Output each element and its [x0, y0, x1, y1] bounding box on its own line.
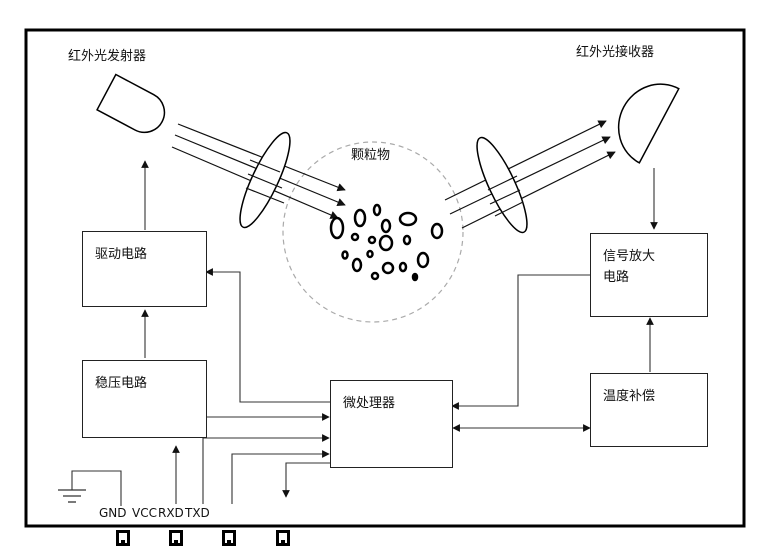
drive-circuit-block: 驱动电路	[82, 231, 207, 307]
amplifier-circuit-block: 信号放大 电路	[590, 233, 708, 317]
drive-circuit-label: 驱动电路	[95, 247, 148, 262]
emitter-label: 红外光发射器	[68, 49, 147, 64]
pin-label-gnd: GND	[99, 506, 127, 520]
ir-receiver-icon	[617, 83, 680, 164]
pin-label-rxd: RXD	[158, 506, 184, 520]
connector-pin-icon	[169, 530, 183, 546]
connector-pin-icon	[276, 530, 290, 546]
amplifier-circuit-label: 信号放大 电路	[603, 249, 656, 285]
temperature-compensation-label: 温度补偿	[603, 389, 656, 404]
particle-zone	[282, 141, 464, 323]
particles-label: 颗粒物	[351, 148, 391, 163]
particles	[329, 203, 444, 282]
temperature-compensation-block: 温度补偿	[590, 373, 708, 447]
signal-flow-lines	[71, 160, 658, 506]
pin-label-txd: TXD	[185, 506, 210, 520]
emitter-lens-icon	[239, 131, 291, 229]
regulator-circuit-label: 稳压电路	[95, 376, 148, 391]
regulator-circuit-block: 稳压电路	[82, 360, 207, 438]
receiver-label: 红外光接收器	[576, 45, 655, 60]
ir-emitter-icon	[96, 73, 166, 134]
receiver-beams	[444, 120, 616, 229]
connector-pin-icon	[116, 530, 130, 546]
connector-pin-icon	[222, 530, 236, 546]
microprocessor-block: 微处理器	[330, 380, 453, 468]
pin-label-vcc: VCC	[132, 506, 157, 520]
receiver-lens-icon	[476, 136, 528, 234]
microprocessor-label: 微处理器	[343, 396, 396, 411]
ground-icon	[58, 489, 86, 503]
sensor-housing-frame	[24, 28, 746, 528]
